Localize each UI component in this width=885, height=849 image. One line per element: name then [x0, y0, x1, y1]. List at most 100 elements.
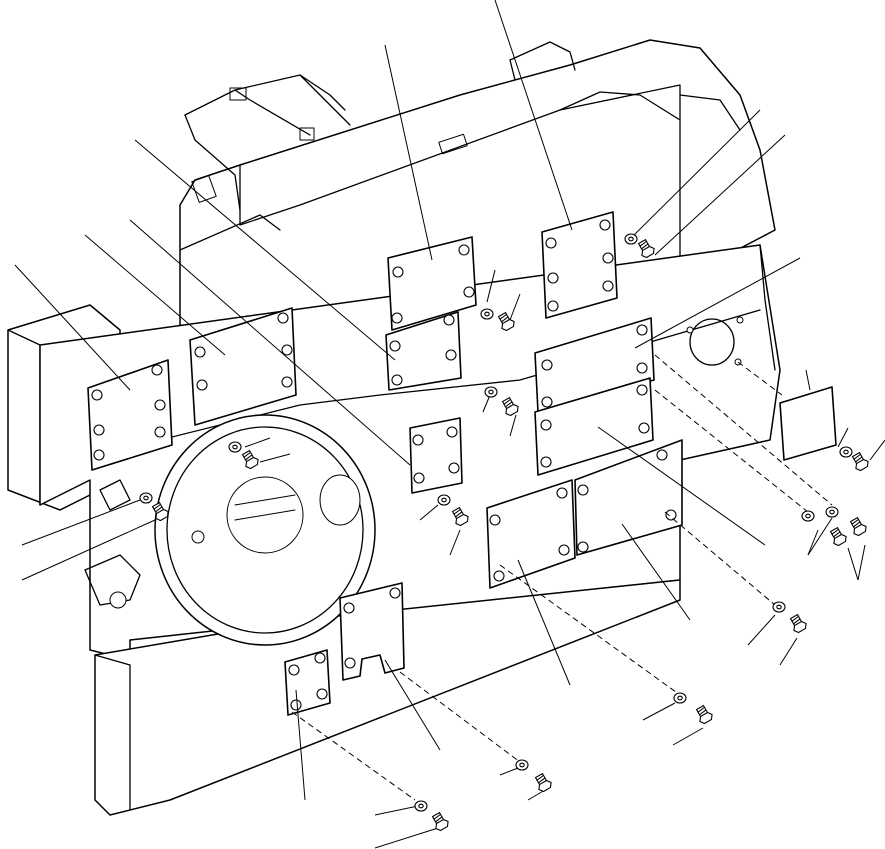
washer [228, 441, 242, 453]
loose-fasteners [139, 233, 869, 832]
plate-bolt-head [545, 237, 557, 249]
plate-bolt-head [602, 252, 614, 264]
plate-bolt-head [636, 362, 648, 374]
plate-bolt-head [547, 300, 559, 312]
hook [84, 479, 141, 609]
cover-plate [339, 582, 405, 681]
plate-bolt-head [392, 266, 404, 278]
plate-bolt-head [448, 462, 460, 474]
plate-bolt-head [602, 280, 614, 292]
plate-bolt-head [665, 509, 677, 521]
plate-bolt-head [412, 434, 424, 446]
hex-bolt [501, 396, 519, 417]
cover-plates [87, 211, 837, 716]
plate-bolt-head [636, 384, 648, 396]
cover-plate [534, 317, 655, 413]
cover-plate [385, 311, 462, 391]
hex-bolt [451, 506, 469, 527]
cover-plate [387, 236, 477, 331]
plate-bolt-head [314, 652, 326, 664]
hex-bolt [789, 613, 807, 634]
plate-bolt-head [93, 424, 105, 436]
plate-bolt-head [577, 541, 589, 553]
plate-bolt-head [151, 364, 163, 376]
cover-plate [189, 307, 297, 426]
plate-bolt-head [599, 219, 611, 231]
plate-bolt-head [541, 359, 553, 371]
handrail [184, 41, 576, 211]
washer [673, 692, 687, 704]
plate-bolt-head [154, 399, 166, 411]
plate-bolt-head [391, 374, 403, 386]
plate-bolt-head [556, 487, 568, 499]
plate-bolt-head [656, 449, 668, 461]
plate-bolt-head [443, 314, 455, 326]
cover-plate [574, 439, 683, 556]
cover-plate [779, 386, 837, 461]
plate-bolt-head [489, 514, 501, 526]
plate-bolt-head [316, 688, 328, 700]
hex-bolt [851, 451, 869, 472]
plate-bolt-head [343, 602, 355, 614]
washer [139, 492, 153, 504]
hex-bolt [849, 516, 867, 537]
plate-bolts [91, 219, 677, 711]
washer [772, 601, 786, 613]
plate-bolt-head [196, 379, 208, 391]
washer [484, 386, 498, 398]
plate-bolt-head [577, 484, 589, 496]
plate-bolt-head [540, 419, 552, 431]
assembly-paths [291, 354, 833, 801]
plate-bolt-head [445, 349, 457, 361]
plate-bolt-head [493, 570, 505, 582]
cover-plate [534, 377, 654, 476]
hex-bolt [637, 238, 655, 259]
plate-bolt-head [281, 344, 293, 356]
plate-bolt-head [194, 346, 206, 358]
hex-bolt [829, 526, 847, 547]
hex-bolt [695, 704, 713, 725]
washer [515, 759, 529, 771]
washer [839, 446, 853, 458]
leader-lines [14, 0, 885, 849]
plate-bolt-head [638, 422, 650, 434]
washer [480, 308, 494, 320]
plate-bolt-head [558, 544, 570, 556]
plate-bolt-head [458, 244, 470, 256]
round-access-hole [686, 316, 744, 366]
plate-bolt-head [91, 389, 103, 401]
plate-bolt-head [391, 312, 403, 324]
plate-bolt-head [281, 376, 293, 388]
plate-bolt-head [540, 456, 552, 468]
hex-bolt [534, 772, 552, 793]
hex-bolt [241, 449, 259, 470]
cover-plate [87, 359, 173, 471]
hex-bolt [431, 811, 449, 832]
plate-bolt-head [288, 664, 300, 676]
washer [825, 506, 839, 518]
circular-guard [154, 414, 376, 646]
plate-bolt-head [547, 272, 559, 284]
plate-bolt-head [154, 426, 166, 438]
plate-bolt-head [344, 657, 356, 669]
hex-bolt [497, 311, 515, 332]
plate-bolt-head [277, 312, 289, 324]
plate-bolt-head [290, 699, 302, 711]
washer [624, 233, 638, 245]
plate-bolt-head [389, 340, 401, 352]
plate-bolt-head [93, 449, 105, 461]
plate-bolt-head [636, 324, 648, 336]
plate-bolt-head [389, 587, 401, 599]
cover-plate [541, 211, 618, 319]
washer [414, 800, 428, 812]
plate-bolt-head [463, 286, 475, 298]
plate-bolt-head [446, 426, 458, 438]
cover-plate [486, 479, 576, 589]
washer [801, 510, 815, 522]
plate-bolt-head [541, 396, 553, 408]
hex-bolt [151, 501, 169, 522]
washer [437, 494, 451, 506]
plate-bolt-head [413, 472, 425, 484]
